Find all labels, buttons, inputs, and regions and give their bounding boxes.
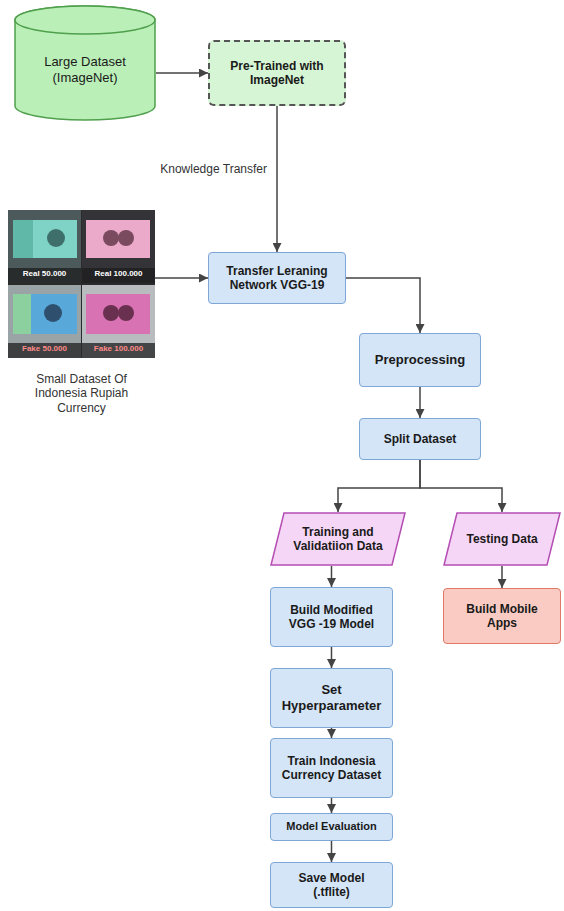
pretrained-box: Pre-Trained with ImageNet [208, 40, 346, 106]
cylinder-body [15, 6, 155, 120]
process-box: Build Modified VGG -19 Model [270, 587, 393, 647]
node-text: Pre-Trained with ImageNet [218, 59, 336, 88]
process-box: Transfer Leraning Network VGG-19 [208, 252, 346, 304]
flow-arrow [346, 278, 420, 333]
node-text: Transfer Leraning Network VGG-19 [217, 264, 337, 293]
photo-label: Fake 100.000 [82, 344, 155, 354]
node-text: Build Modified VGG -19 Model [279, 603, 384, 632]
flow-arrow [331, 647, 333, 668]
parallelogram-shape [271, 513, 405, 565]
cylinder-top [15, 6, 155, 34]
process-box: Set Hyperparameter [270, 668, 393, 728]
data-parallelogram: Training and Validatiion Data [270, 512, 406, 566]
node-text: Set Hyperparameter [279, 682, 384, 713]
node-text: Build Mobile Apps [452, 602, 552, 631]
currency-photo [8, 210, 155, 358]
flow-arrow [420, 460, 502, 512]
flow-arrow [419, 387, 421, 418]
dataset-caption: Small Dataset Of Indonesia Rupiah Curren… [14, 372, 149, 415]
flow-arrow [155, 277, 208, 279]
photo-label: Real 100.000 [82, 269, 155, 279]
flow-arrow [331, 798, 333, 813]
flow-arrow [276, 106, 278, 252]
output-box: Build Mobile Apps [443, 588, 561, 644]
node-text: Preprocessing [375, 352, 465, 368]
parallelogram-shape [444, 513, 560, 565]
node-text: Split Dataset [384, 432, 457, 446]
process-box: Preprocessing [359, 333, 481, 387]
node-text: Testing Data [466, 532, 537, 546]
node-text: Train Indonesia Currency Dataset [279, 754, 384, 783]
data-parallelogram: Testing Data [443, 512, 561, 566]
photo-label: Fake 50.000 [8, 344, 81, 354]
flow-arrow [331, 728, 333, 738]
node-text: Model Evaluation [286, 820, 376, 833]
flow-arrow [331, 566, 333, 587]
process-box: Save Model (.tflite) [270, 862, 393, 908]
flow-arrow [331, 841, 333, 862]
dataset-cylinder: Large Dataset (ImageNet) [14, 5, 156, 121]
flow-arrow [156, 72, 208, 74]
process-box: Model Evaluation [270, 813, 393, 841]
process-box: Split Dataset [359, 418, 481, 460]
flow-arrow [501, 566, 503, 588]
node-text: Large Dataset (ImageNet) [24, 54, 146, 85]
node-text: Save Model (.tflite) [279, 871, 384, 900]
flow-arrow [338, 460, 420, 512]
process-box: Train Indonesia Currency Dataset [270, 738, 393, 798]
edge-label: Knowledge Transfer [158, 162, 269, 176]
photo-label: Real 50.000 [8, 269, 81, 279]
dataset-photo: Real 50.000Real 100.000Fake 50.000Fake 1… [8, 210, 155, 358]
node-text: Training and Validatiion Data [288, 525, 388, 554]
